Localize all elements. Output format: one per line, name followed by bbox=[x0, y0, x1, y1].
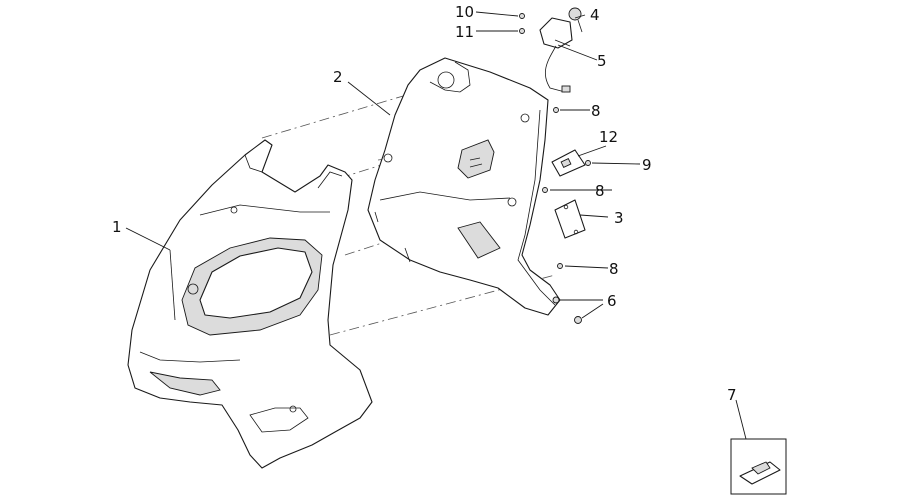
callout-labels: 1 2 10 11 4 5 8 12 9 8 3 8 6 7 bbox=[112, 3, 737, 404]
callout-11: 11 bbox=[455, 23, 474, 41]
callout-6: 6 bbox=[607, 292, 617, 310]
bracket-part bbox=[551, 149, 586, 177]
leg-shield-part bbox=[367, 57, 561, 316]
callout-8-middle: 8 bbox=[595, 182, 605, 200]
clip-part bbox=[730, 438, 787, 495]
plate-part bbox=[554, 199, 586, 239]
callout-3: 3 bbox=[614, 209, 624, 227]
callout-7: 7 bbox=[727, 386, 737, 404]
leader-lines bbox=[125, 11, 747, 440]
callout-4: 4 bbox=[590, 6, 600, 24]
callout-10: 10 bbox=[455, 3, 474, 21]
callout-9: 9 bbox=[642, 156, 652, 174]
ignition-lock-part bbox=[539, 7, 583, 93]
callout-12: 12 bbox=[599, 128, 618, 146]
callout-8-bottom: 8 bbox=[609, 260, 619, 278]
callout-1: 1 bbox=[112, 218, 122, 236]
callout-2: 2 bbox=[333, 68, 343, 86]
front-shield-part bbox=[127, 139, 373, 469]
callout-8-top: 8 bbox=[591, 102, 601, 120]
fasteners bbox=[519, 13, 591, 324]
callout-5: 5 bbox=[597, 52, 607, 70]
